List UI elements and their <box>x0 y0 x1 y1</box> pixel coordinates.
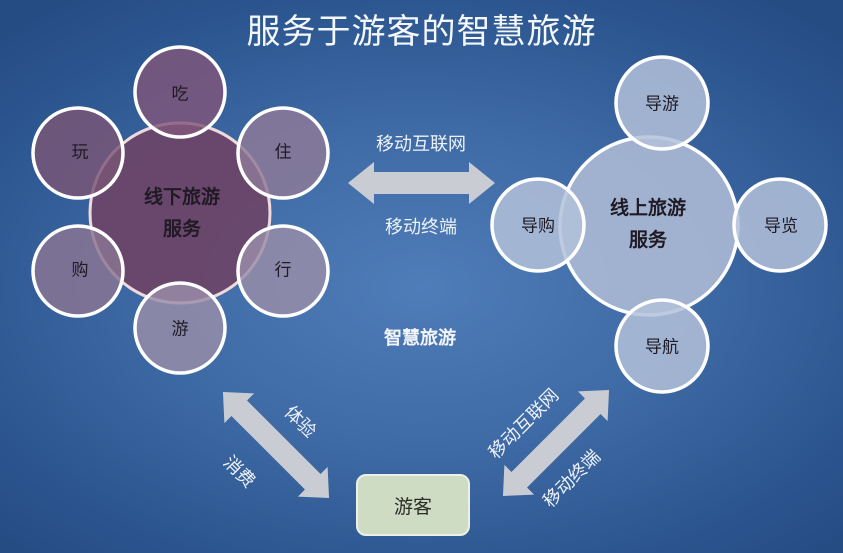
online-satellite-navigation <box>614 298 710 394</box>
online-label-guide: 导游 <box>645 94 679 115</box>
offline-satellite-play <box>31 106 125 200</box>
double-arrow-horizontal-icon <box>348 162 495 204</box>
smart-tourism-label: 智慧旅游 <box>384 328 456 349</box>
offline-label-stay: 住 <box>274 142 292 163</box>
offline-satellite-shop <box>31 224 125 318</box>
online-center-label: 线上旅游 服务 <box>610 192 686 256</box>
double-arrow-left-diagonal-icon <box>222 391 330 499</box>
offline-label-shop: 购 <box>71 260 89 281</box>
offline-satellite-stay <box>236 106 330 200</box>
offline-label-tour: 游 <box>171 319 189 340</box>
offline-label-play: 玩 <box>71 142 89 163</box>
link-label-mobile-internet: 移动互联网 <box>376 134 466 155</box>
online-label-navigation: 导航 <box>645 337 679 358</box>
online-label-overview: 导览 <box>764 216 798 237</box>
offline-cluster <box>31 45 330 375</box>
offline-center-line1: 线下旅游 <box>143 186 221 208</box>
link-label-mobile-terminal: 移动终端 <box>385 217 457 238</box>
online-satellite-guide <box>614 55 710 151</box>
offline-center-label: 线下旅游 服务 <box>144 181 220 245</box>
online-center-line2: 服务 <box>628 229 668 251</box>
offline-satellite-travel <box>236 224 330 318</box>
visitor-box: 游客 <box>356 474 470 536</box>
page-title: 服务于游客的智慧旅游 <box>246 12 597 52</box>
online-cluster <box>490 55 828 394</box>
online-satellite-shopping-guide <box>490 177 586 273</box>
online-satellite-overview <box>732 177 828 273</box>
double-arrow-right-diagonal-icon <box>502 389 610 497</box>
offline-center-line2: 服务 <box>162 218 202 240</box>
online-label-shopping-guide: 导购 <box>521 216 555 237</box>
offline-satellite-eat <box>133 45 227 139</box>
offline-satellite-tour <box>133 281 227 375</box>
online-center-line1: 线上旅游 <box>609 197 687 219</box>
offline-label-eat: 吃 <box>171 84 189 105</box>
offline-label-travel: 行 <box>274 260 292 281</box>
